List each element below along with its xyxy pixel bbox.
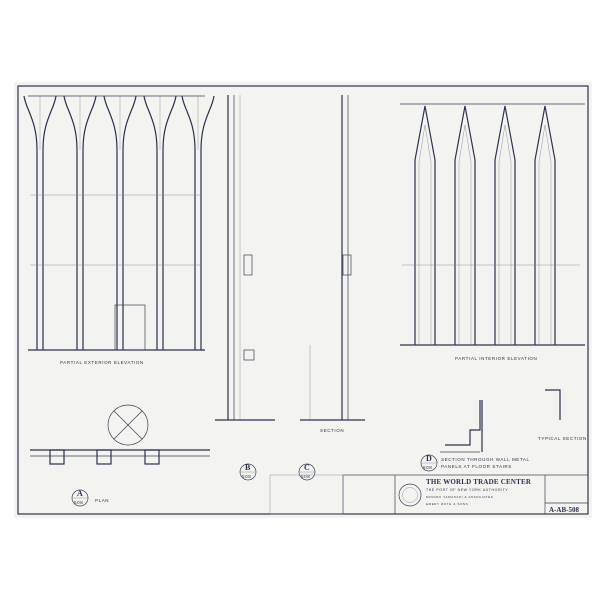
section-tag-d: D 508	[420, 454, 438, 472]
right-elevation-title: PARTIAL INTERIOR ELEVATION	[455, 356, 537, 361]
detail-title: TYPICAL SECTION	[538, 436, 587, 441]
svg-text:C: C	[304, 463, 310, 472]
drawing-line	[534, 105, 556, 345]
drawing-line	[498, 124, 512, 345]
svg-text:508: 508	[301, 474, 310, 479]
section-d-detail: SECTION THROUGH WALL METAL PANELS AT FLO…	[440, 389, 587, 469]
section-tag-c: C 508	[298, 463, 316, 481]
drawing-line	[42, 95, 57, 350]
architect-1: MINORU YAMASAKI & ASSOCIATES	[426, 495, 493, 499]
paper	[14, 82, 592, 518]
section-c: SECTION	[300, 95, 365, 433]
drawing-line	[181, 95, 196, 350]
architect-2: EMERY ROTH & SONS	[426, 502, 468, 506]
svg-text:A: A	[77, 489, 83, 498]
drawing-line	[122, 95, 137, 350]
drawing-line	[538, 124, 552, 345]
drawing-line	[418, 124, 432, 345]
drawing-line	[200, 95, 215, 350]
partial-exterior-elevation: PARTIAL EXTERIOR ELEVATION	[23, 95, 215, 365]
svg-text:508: 508	[423, 465, 432, 470]
section-b	[215, 95, 275, 421]
project-title: THE WORLD TRADE CENTER	[426, 478, 532, 486]
svg-text:508: 508	[74, 500, 83, 505]
section-d-title-2: PANELS AT FLOOR STAIRS	[441, 464, 512, 469]
title-block: THE WORLD TRADE CENTER THE PORT OF NEW Y…	[269, 474, 589, 515]
drawing-line	[143, 95, 158, 350]
svg-text:D: D	[426, 454, 432, 463]
plan-view: PLAN	[30, 404, 210, 503]
drawing-line	[454, 105, 476, 345]
sheet-number: A-AB-508	[549, 506, 579, 514]
plan-title: PLAN	[95, 498, 109, 503]
drawing-line	[162, 95, 177, 350]
drawing-line	[414, 105, 436, 345]
section-tag-a: A 508	[71, 489, 89, 507]
section-d-title-1: SECTION THROUGH WALL METAL	[441, 457, 530, 462]
drawing-line	[458, 124, 472, 345]
svg-text:508: 508	[242, 474, 251, 479]
left-elevation-title: PARTIAL EXTERIOR ELEVATION	[60, 360, 144, 365]
svg-text:B: B	[245, 463, 251, 472]
section-tag-b: B 508	[239, 463, 257, 481]
drawing-line	[82, 95, 97, 350]
section-c-title: SECTION	[320, 428, 344, 433]
drawing-line	[494, 105, 516, 345]
port-authority-seal	[398, 483, 422, 507]
client-name: THE PORT OF NEW YORK AUTHORITY	[426, 488, 508, 492]
drawing-line	[63, 95, 78, 350]
partial-interior-elevation: PARTIAL INTERIOR ELEVATION	[400, 103, 585, 361]
drawing-line	[23, 95, 38, 350]
drawing-line	[103, 95, 118, 350]
